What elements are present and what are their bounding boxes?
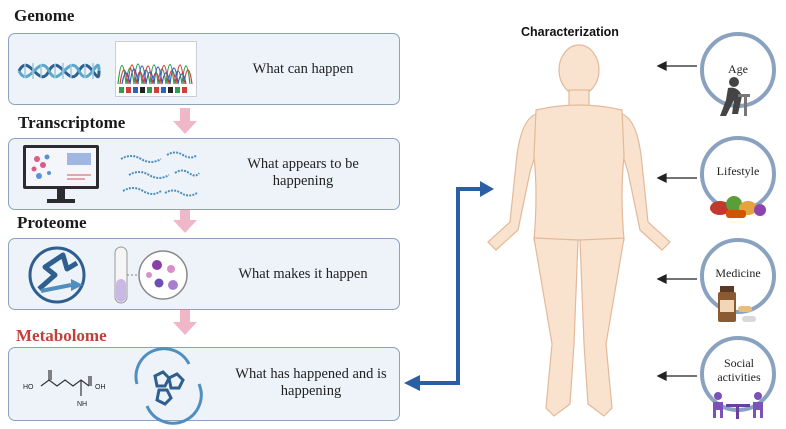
molecule-left-oh: HO bbox=[23, 384, 34, 391]
molecule-amine: NH bbox=[77, 401, 87, 408]
protein-structure-icon bbox=[28, 246, 86, 304]
factor-label-age: Age bbox=[728, 62, 748, 76]
metabolome-panel: HO OH NH What has happened and is happen… bbox=[8, 347, 400, 425]
lifestyle-circle bbox=[700, 136, 776, 218]
test-tube-sample-icon bbox=[114, 246, 188, 304]
glutamate-molecule-icon: HO OH NH bbox=[23, 370, 106, 408]
proteome-description: What makes it happen bbox=[238, 266, 368, 282]
proteome-panel: What makes it happen bbox=[8, 238, 400, 310]
transcriptome-title: Transcriptome bbox=[18, 113, 126, 132]
transcriptome-description: What appears to be happening bbox=[247, 156, 359, 189]
people-table-icon bbox=[713, 392, 763, 419]
metabolome-title: Metabolome bbox=[16, 326, 107, 345]
age-circle bbox=[700, 32, 776, 116]
proteome-title: Proteome bbox=[17, 213, 87, 232]
factor-label-lifestyle: Lifestyle bbox=[716, 164, 760, 178]
genome-panel: What can happen bbox=[8, 33, 400, 105]
computer-monitor-icon bbox=[23, 145, 99, 203]
food-icon bbox=[710, 196, 766, 218]
dna-helix-icon bbox=[17, 63, 101, 79]
rna-strands-icon bbox=[120, 151, 200, 197]
elderly-person-icon bbox=[720, 77, 750, 116]
metabolite-structure-icon bbox=[134, 347, 203, 425]
transcriptome-panel: What appears to be happening bbox=[8, 138, 400, 210]
molecule-right-oh: OH bbox=[95, 384, 106, 391]
genome-description: What can happen bbox=[252, 61, 354, 77]
characterization-title: Characterization bbox=[521, 25, 619, 39]
human-body-figure bbox=[487, 44, 671, 417]
social-circle bbox=[700, 336, 776, 419]
factor-label-medicine: Medicine bbox=[715, 266, 761, 280]
factor-label-social-activities: Social activities bbox=[717, 356, 761, 384]
chromatogram-icon bbox=[115, 41, 197, 97]
genome-title: Genome bbox=[14, 6, 75, 25]
pill-bottle-icon bbox=[718, 286, 756, 322]
medicine-circle bbox=[700, 238, 776, 322]
metabolome-description: What has happened and is happening bbox=[235, 366, 387, 399]
